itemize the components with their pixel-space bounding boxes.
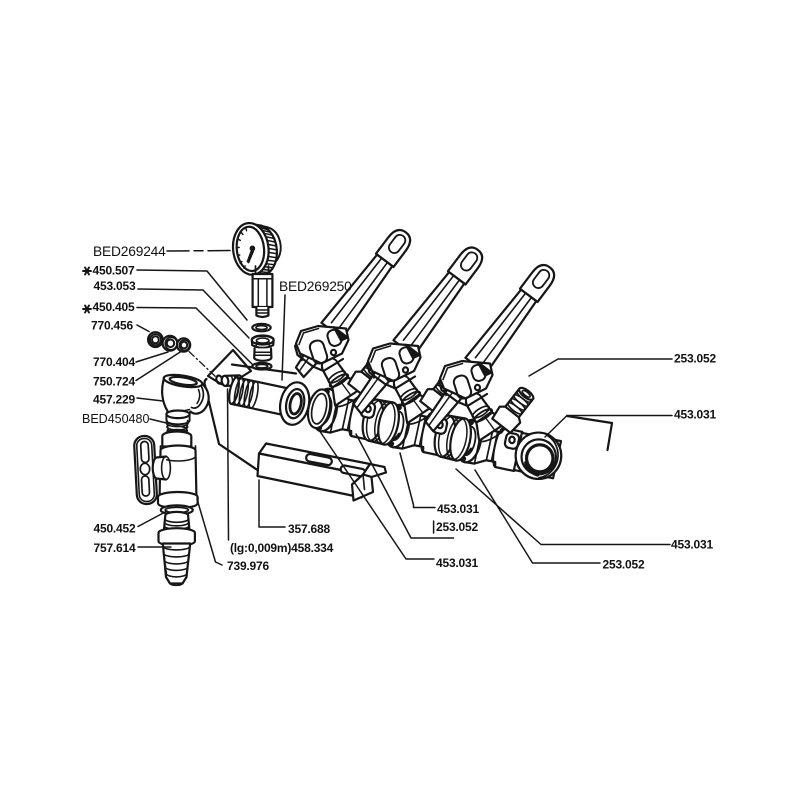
svg-text:(lg:0,009m)458.334: (lg:0,009m)458.334 (230, 541, 334, 555)
svg-text:BED269250: BED269250 (279, 279, 352, 294)
svg-text:450.507: 450.507 (93, 264, 136, 278)
svg-text:253.052: 253.052 (674, 352, 717, 366)
svg-text:253.052: 253.052 (436, 520, 479, 534)
svg-text:450.405: 450.405 (93, 300, 136, 314)
svg-text:757.614: 757.614 (94, 541, 137, 555)
svg-text:739.976: 739.976 (227, 559, 270, 573)
svg-text:453.053: 453.053 (94, 279, 137, 293)
svg-text:770.456: 770.456 (91, 319, 134, 333)
svg-text:453.031: 453.031 (437, 502, 480, 516)
svg-text:453.031: 453.031 (671, 538, 714, 552)
svg-text:253.052: 253.052 (603, 558, 646, 572)
svg-text:453.031: 453.031 (674, 408, 717, 422)
svg-text:450.452: 450.452 (94, 522, 137, 536)
svg-text:453.031: 453.031 (436, 556, 479, 570)
svg-text:750.724: 750.724 (93, 375, 136, 389)
svg-text:770.404: 770.404 (93, 355, 136, 369)
svg-text:357.688: 357.688 (288, 522, 331, 536)
svg-text:457.229: 457.229 (93, 393, 136, 407)
svg-text:BED269244: BED269244 (93, 244, 166, 259)
svg-text:BED450480: BED450480 (82, 412, 149, 426)
